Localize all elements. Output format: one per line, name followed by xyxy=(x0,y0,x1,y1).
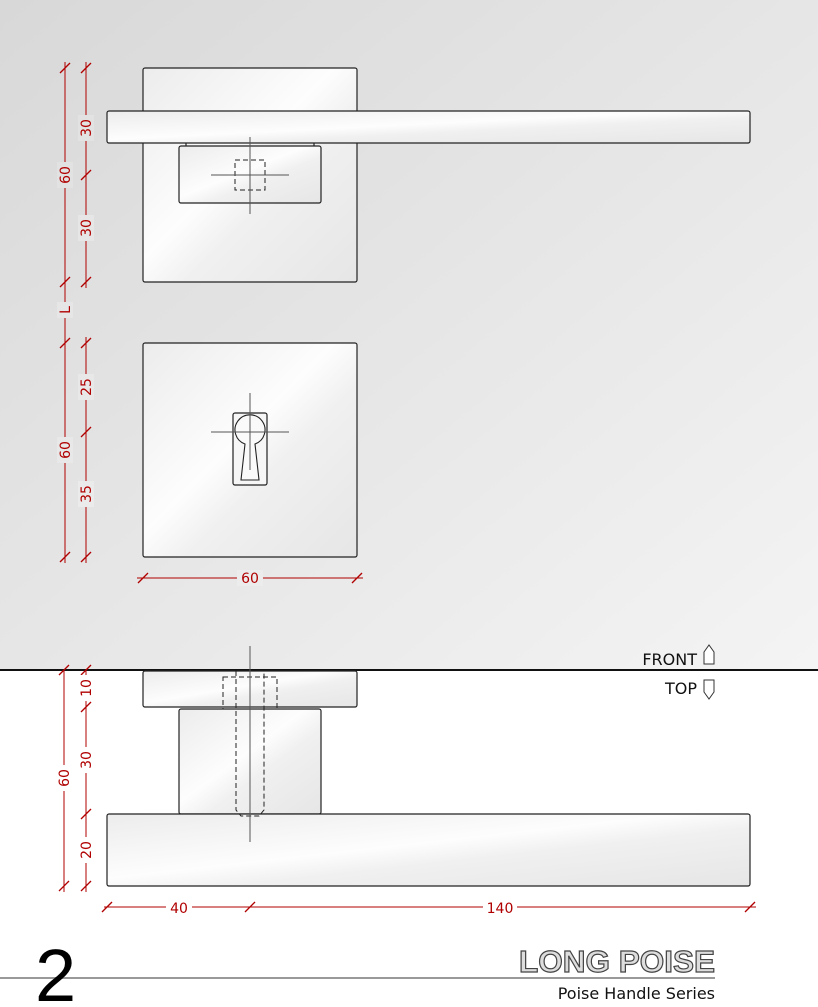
svg-text:10: 10 xyxy=(79,679,95,697)
svg-text:L: L xyxy=(58,306,74,314)
arrow-up-pentagon-icon xyxy=(703,644,715,665)
svg-text:140: 140 xyxy=(487,901,514,917)
dimension-key-rose: 60 25 35 60 xyxy=(57,337,363,587)
svg-text:60: 60 xyxy=(57,769,73,787)
svg-text:60: 60 xyxy=(58,166,74,184)
lever-rose-front xyxy=(106,67,751,283)
front-view-background xyxy=(0,0,818,670)
svg-text:30: 30 xyxy=(79,219,95,237)
key-rose-front xyxy=(142,342,358,558)
dimension-lever-rose: 60 30 30 L xyxy=(57,62,95,340)
svg-text:40: 40 xyxy=(170,901,188,917)
svg-text:30: 30 xyxy=(79,119,95,137)
svg-text:60: 60 xyxy=(241,571,259,587)
dimension-top-view: 60 10 30 20 40 140 xyxy=(56,664,756,917)
handle-top-view xyxy=(106,646,751,887)
lever-arm-front xyxy=(106,110,751,144)
front-view-label: FRONT xyxy=(642,650,697,669)
arrow-down-pentagon-icon xyxy=(703,679,715,700)
series-name: Poise Handle Series xyxy=(558,984,715,1003)
svg-text:30: 30 xyxy=(79,751,95,769)
page-number: 2 xyxy=(35,934,76,1007)
svg-text:25: 25 xyxy=(79,378,95,396)
svg-text:60: 60 xyxy=(58,441,74,459)
product-logo: LONG POISE xyxy=(519,944,715,979)
top-view-label: TOP xyxy=(664,679,697,698)
svg-text:20: 20 xyxy=(79,841,95,859)
svg-text:35: 35 xyxy=(79,485,95,503)
